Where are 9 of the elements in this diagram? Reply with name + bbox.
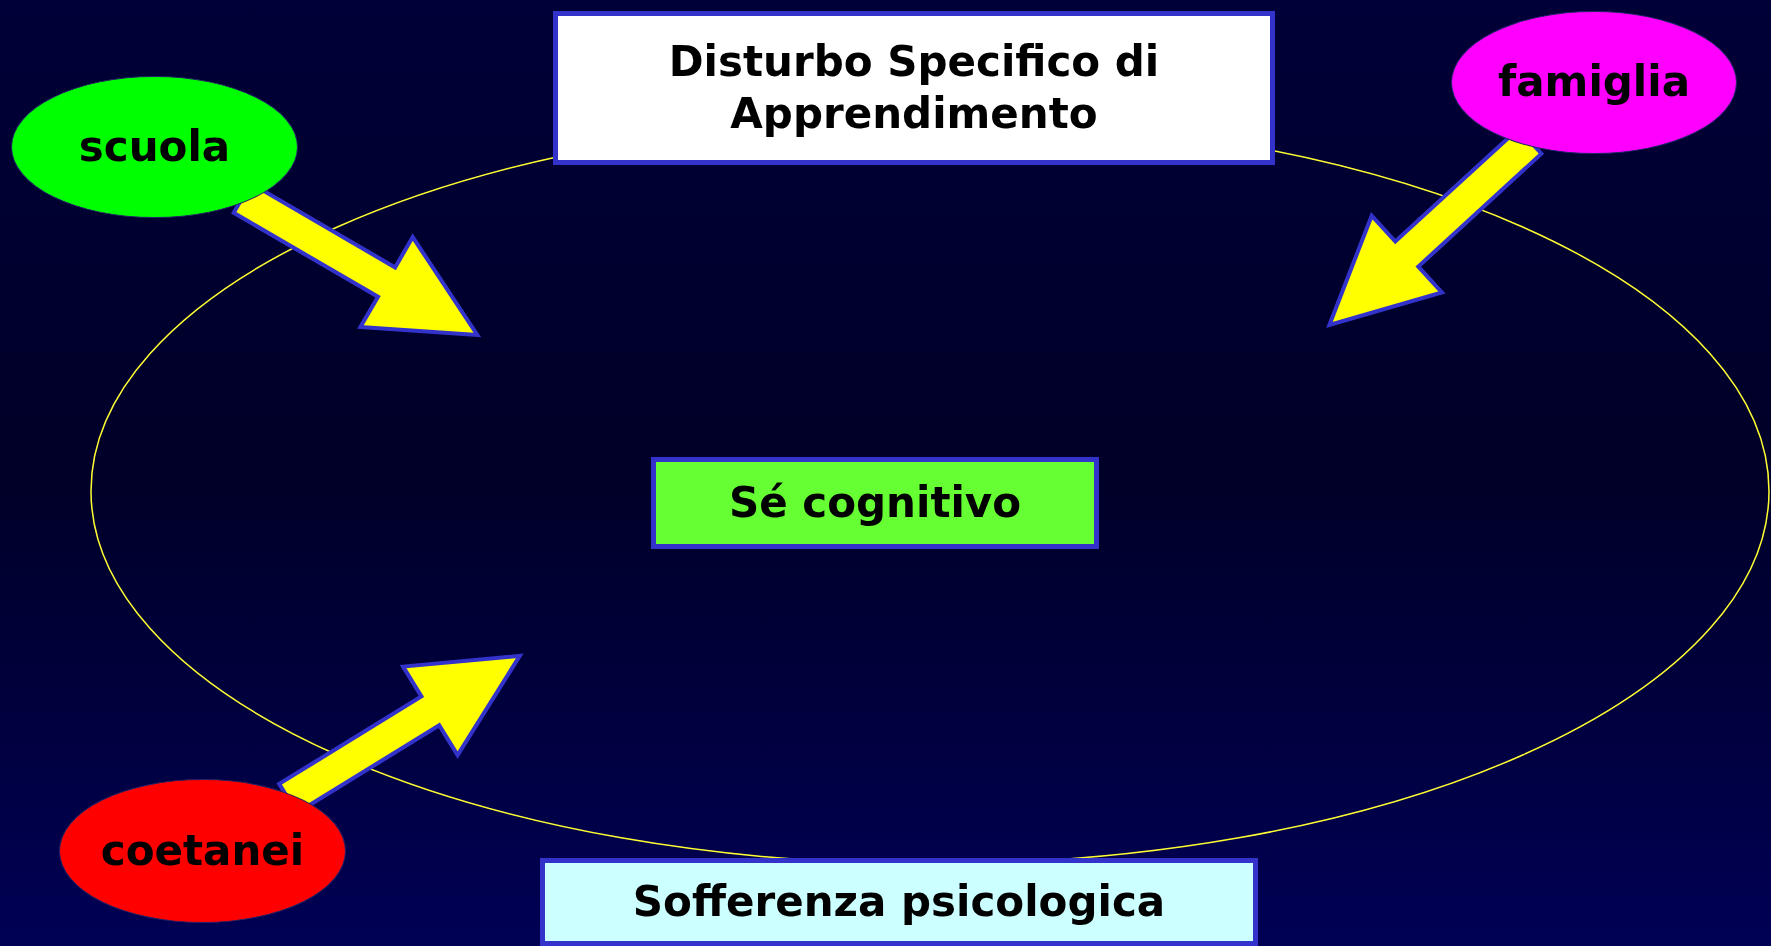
node-label: Sofferenza psicologica [631,875,1167,928]
title-box [553,11,1275,165]
node-label: Sé cognitivo [727,476,1023,529]
process-box [540,858,1258,946]
node-label: Disturbo Specifico di Apprendimento [667,35,1161,140]
node-label: famiglia [1497,56,1691,109]
node-label: coetanei [99,824,306,877]
center-box [651,457,1099,549]
node-label: scuola [77,120,232,173]
